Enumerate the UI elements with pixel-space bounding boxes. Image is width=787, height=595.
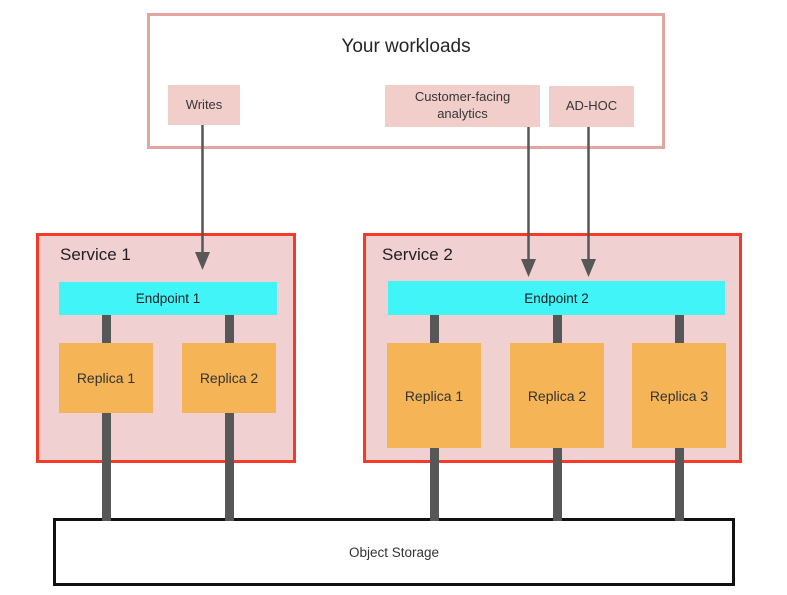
workload-chip-ad-hoc: AD-HOC [549,86,634,127]
service-2-replica-2: Replica 2 [510,343,604,448]
workloads-box: Your workloads Writes Customer-facing an… [147,13,665,149]
service-1-replica-2: Replica 2 [182,343,276,413]
connector-endpoint2-replica1 [430,315,439,343]
object-storage-box: Object Storage [53,518,735,586]
service-1-endpoint: Endpoint 1 [59,282,277,315]
service-1-box: Service 1 Endpoint 1 Replica 1 Replica 2 [36,233,296,463]
service-2-box: Service 2 Endpoint 2 Replica 1 Replica 2… [363,233,742,463]
connector-s1-replica2-storage [225,413,234,521]
connector-s2-replica1-storage [430,448,439,521]
service-2-replica-1: Replica 1 [387,343,481,448]
workloads-title: Your workloads [341,36,471,57]
connector-s2-replica3-storage [675,448,684,521]
workload-chip-customer-facing-analytics: Customer-facing analytics [385,85,540,127]
object-storage-label: Object Storage [348,544,440,560]
service-1-title: Service 1 [60,245,131,264]
workload-chip-writes: Writes [168,85,240,125]
service-1-replica-1: Replica 1 [59,343,153,413]
connector-endpoint1-replica1 [102,315,111,343]
service-2-replica-3: Replica 3 [632,343,726,448]
connector-endpoint2-replica3 [675,315,684,343]
connector-s2-replica2-storage [553,448,562,521]
connector-endpoint1-replica2 [225,315,234,343]
connector-s1-replica1-storage [102,413,111,521]
service-2-endpoint: Endpoint 2 [388,281,725,315]
connector-endpoint2-replica2 [553,315,562,343]
service-2-title: Service 2 [382,245,453,264]
